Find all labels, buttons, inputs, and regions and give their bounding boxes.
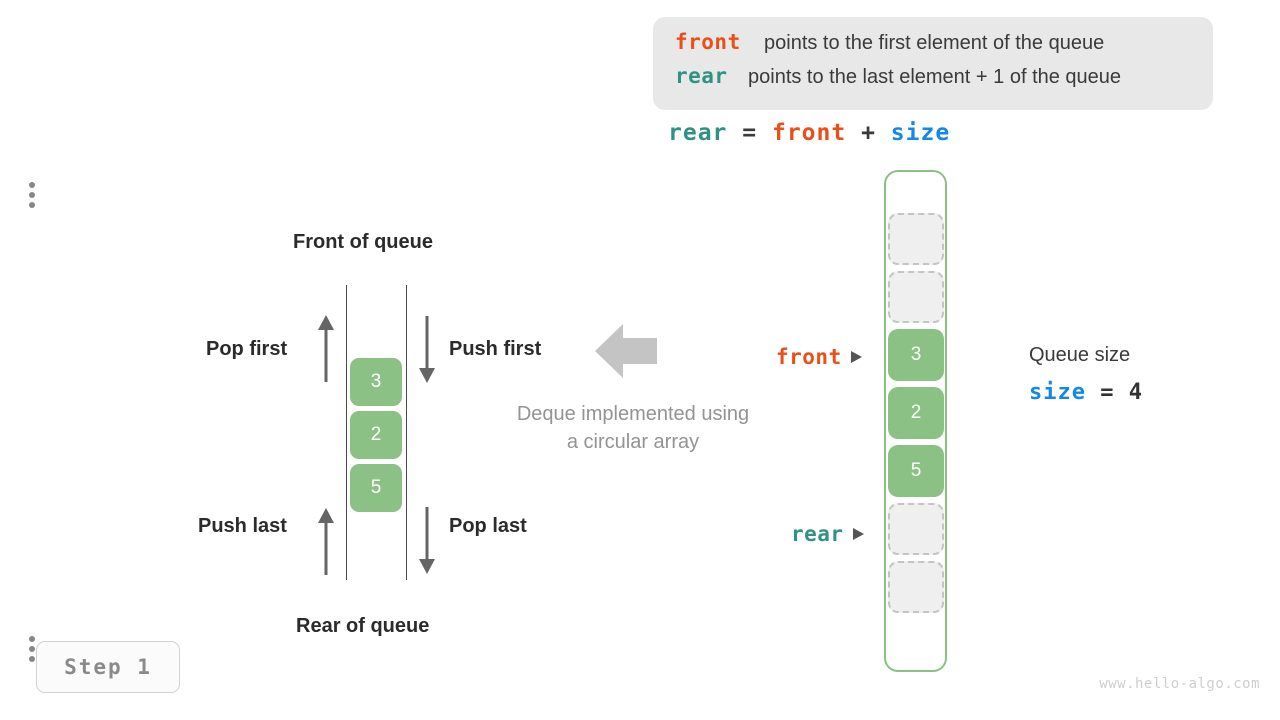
legend-keyword-rear: rear bbox=[675, 64, 728, 88]
formula-equals: = bbox=[742, 120, 758, 146]
deque-cell-stack: 3 2 5 bbox=[350, 358, 402, 517]
queue-size-expression: size = 4 bbox=[1029, 380, 1143, 405]
legend-box: front points to the first element of the… bbox=[653, 17, 1213, 110]
queue-size-var: size bbox=[1029, 380, 1086, 405]
deque-cell: 3 bbox=[350, 358, 402, 406]
array-slot-list: 3 2 5 bbox=[888, 213, 944, 619]
formula-plus: + bbox=[861, 120, 876, 146]
formula-front: front bbox=[771, 120, 847, 146]
rear-pointer: rear bbox=[791, 522, 864, 546]
step-badge: Step 1 bbox=[36, 641, 180, 693]
circular-array-frame bbox=[884, 170, 947, 672]
front-pointer: front bbox=[776, 345, 862, 369]
legend-row-rear: rear points to the last element + 1 of t… bbox=[675, 64, 1191, 98]
legend-row-front: front points to the first element of the… bbox=[675, 30, 1191, 64]
rear-of-queue-label: Rear of queue bbox=[296, 615, 430, 637]
deque-implementation-note: Deque implemented using a circular array bbox=[492, 400, 774, 456]
rear-pointer-arrow-icon bbox=[852, 528, 864, 540]
array-slot bbox=[888, 503, 944, 555]
legend-text-front: points to the first element of the queue bbox=[764, 32, 1105, 54]
front-pointer-arrow-icon bbox=[850, 351, 862, 363]
front-pointer-label: front bbox=[776, 345, 842, 369]
formula-rear: rear bbox=[668, 120, 728, 146]
formula-rear-equals-front-plus-size: rear = front + size bbox=[668, 120, 950, 146]
pop-first-label: Pop first bbox=[206, 338, 288, 360]
queue-size-value: 4 bbox=[1128, 380, 1143, 405]
array-slot bbox=[888, 271, 944, 323]
push-last-label: Push last bbox=[198, 515, 287, 537]
deque-note-line-1: Deque implemented using bbox=[516, 403, 750, 425]
array-slot: 3 bbox=[888, 329, 944, 381]
array-slot: 5 bbox=[888, 445, 944, 497]
array-slot: 2 bbox=[888, 387, 944, 439]
array-ellipsis-top-icon bbox=[0, 182, 63, 208]
circular-array-link-arrow-icon bbox=[595, 324, 657, 378]
array-slot bbox=[888, 561, 944, 613]
formula-size: size bbox=[890, 120, 951, 146]
deque-rail-left bbox=[346, 285, 347, 580]
queue-size-title: Queue size bbox=[1029, 344, 1131, 366]
array-slot bbox=[888, 213, 944, 265]
pop-last-label: Pop last bbox=[449, 515, 527, 537]
legend-keyword-front: front bbox=[675, 30, 741, 54]
queue-size-equals: = bbox=[1100, 380, 1115, 405]
deque-note-line-2: a circular array bbox=[566, 431, 700, 453]
push-first-arrow-icon bbox=[419, 316, 435, 383]
deque-cell: 2 bbox=[350, 411, 402, 459]
deque-cell: 5 bbox=[350, 464, 402, 512]
pop-last-arrow-icon bbox=[419, 507, 435, 574]
watermark: www.hello-algo.com bbox=[1099, 676, 1260, 692]
push-first-label: Push first bbox=[449, 338, 542, 360]
rear-pointer-label: rear bbox=[791, 522, 844, 546]
push-last-arrow-icon bbox=[318, 508, 334, 575]
front-of-queue-label: Front of queue bbox=[293, 231, 433, 253]
legend-text-rear: points to the last element + 1 of the qu… bbox=[748, 66, 1122, 88]
pop-first-arrow-icon bbox=[318, 315, 334, 382]
deque-rail-right bbox=[406, 285, 407, 580]
array-ellipsis-bottom-icon bbox=[0, 636, 63, 662]
